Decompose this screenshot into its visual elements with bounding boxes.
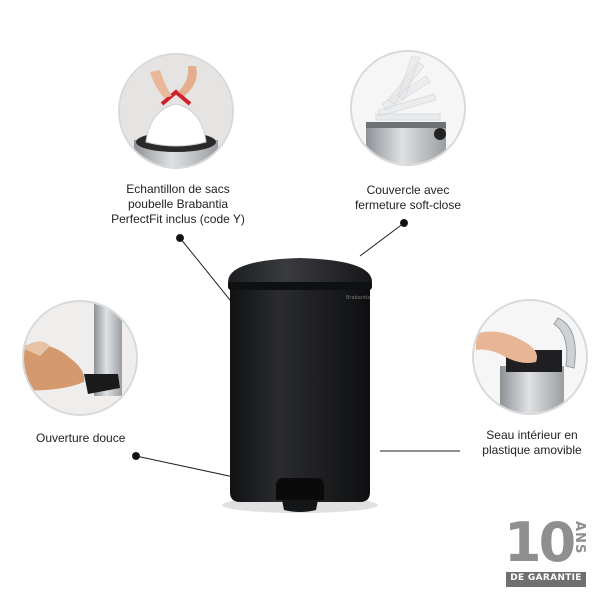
bags-callout-line-3: PerfectFit inclus (code Y): [111, 212, 245, 226]
bucket-callout-line-2: plastique amovible: [482, 443, 582, 457]
warranty-label-bar: [506, 572, 586, 587]
bin-body: [230, 282, 370, 502]
pedal-pointer-dot: [132, 452, 140, 460]
bags-detail-circle: [118, 53, 234, 169]
lid-detail-circle: [350, 50, 466, 166]
bucket-detail-circle: [472, 299, 588, 415]
warranty-unit: ANS: [572, 521, 587, 555]
bags-callout-line-2: poubelle Brabantia: [127, 197, 229, 211]
bucket-callout: Seau intérieur en plastique amovible: [472, 428, 592, 458]
pedal-bin: Brabantia: [222, 258, 378, 513]
warranty-years: 10: [504, 511, 576, 574]
pedal-detail-circle: [22, 300, 138, 416]
lid-callout-line-2: fermeture soft-close: [354, 198, 462, 212]
lid-rim: [228, 280, 372, 290]
bin-lid: [228, 258, 372, 282]
bucket-callout-line-1: Seau intérieur en: [486, 428, 578, 442]
bags-pointer-dot: [176, 234, 184, 242]
lid-pointer-line: [359, 222, 405, 257]
lid-pointer-dot: [400, 219, 408, 227]
warranty-label: DE GARANTIE: [510, 573, 582, 583]
bags-callout: Echantillon de sacs poubelle Brabantia P…: [92, 182, 264, 227]
pedal-callout: Ouverture douce: [36, 431, 125, 446]
bags-callout-line-1: Echantillon de sacs: [126, 182, 230, 196]
brand-mark: Brabantia: [346, 295, 370, 301]
pedal-callout-line-1: Ouverture douce: [36, 431, 126, 445]
warranty-badge: 10 ANS DE GARANTIE: [504, 511, 590, 591]
lid-callout-line-1: Couvercle avec: [366, 183, 450, 197]
bin-pedal: [276, 478, 324, 500]
lid-callout: Couvercle avec fermeture soft-close: [338, 183, 478, 213]
